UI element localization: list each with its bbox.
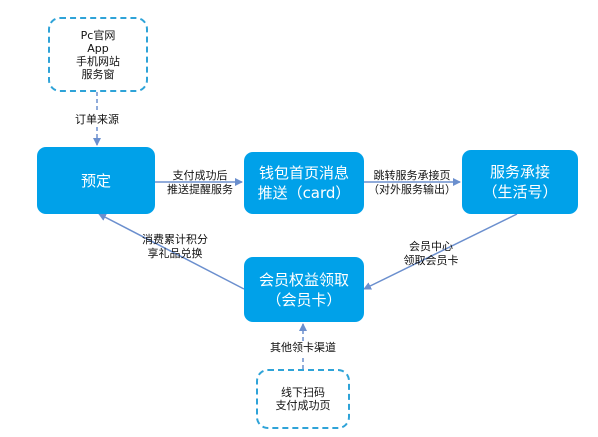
label-pay-success: 支付成功后 推送提醒服务 (167, 169, 233, 196)
channel-pay-success-page: 支付成功页 (275, 399, 331, 412)
node-wallet-push-line2: 推送（card） (257, 184, 351, 202)
channel-pc: Pc官网 (80, 28, 116, 42)
order-channels-box: Pc官网 App 手机网站 服务窗 (48, 17, 148, 92)
connector-service-to-member (363, 213, 518, 290)
channel-service-window: 服务窗 (81, 67, 115, 81)
node-service-line2: （生活号） (482, 183, 558, 201)
node-booking-label: 预定 (80, 171, 111, 190)
label-member-center: 会员中心 领取会员卡 (403, 240, 459, 267)
node-member-benefit-line2: （会员卡） (266, 290, 342, 309)
node-booking: 预定 (37, 147, 155, 214)
channel-mobile-web: 手机网站 (76, 54, 120, 68)
label-jump-service: 跳转服务承接页 （对外服务输出） (368, 169, 456, 196)
label-order-source: 订单来源 (68, 113, 126, 127)
node-member-benefit-line1: 会员权益领取 (258, 270, 349, 289)
channel-app: App (87, 41, 109, 55)
label-consume-points: 消费累计积分 享礼品兑换 (142, 233, 208, 260)
node-wallet-push: 钱包首页消息 推送（card） (244, 152, 364, 214)
label-other-channel: 其他领卡渠道 (263, 341, 343, 355)
node-service: 服务承接 （生活号） (462, 150, 578, 214)
offline-channels-box: 线下扫码 支付成功页 (256, 369, 350, 429)
node-member-benefit: 会员权益领取 （会员卡） (244, 257, 364, 322)
channel-offline-scan: 线下扫码 (281, 386, 325, 399)
node-wallet-push-line1: 钱包首页消息 (258, 164, 349, 182)
node-service-line1: 服务承接 (489, 163, 550, 181)
connector-member-to-booking (98, 213, 245, 290)
